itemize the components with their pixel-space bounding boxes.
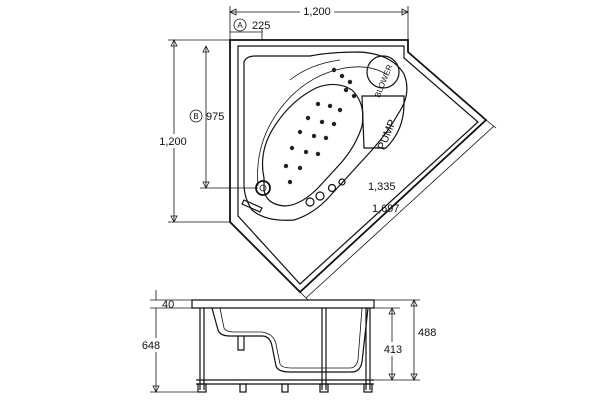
jet [319, 119, 325, 125]
tub-inner-wall [219, 307, 363, 369]
jet [337, 107, 343, 113]
nozzle [338, 178, 346, 186]
basin-outline [243, 51, 408, 221]
diagonal-outer-label: 1,697 [372, 203, 400, 215]
jet [347, 79, 353, 85]
blower-circle [366, 55, 400, 89]
side-view: 40 648 488 413 [138, 290, 436, 393]
jet [287, 179, 293, 185]
jet [305, 115, 311, 121]
nozzle [315, 191, 325, 201]
faucet-bar [241, 199, 263, 213]
jet [289, 145, 295, 151]
inner-depth-marker: B [193, 112, 198, 121]
offset-label: 225 [252, 20, 270, 32]
jet [311, 133, 317, 139]
foot [363, 383, 373, 393]
jet [327, 103, 333, 109]
blower-label: BLOWER [373, 63, 394, 99]
inner-depth-marker-circle [189, 109, 203, 123]
pump-housing [361, 95, 405, 149]
top-view: 1,200 A 225 1,200 B 975 1,335 1,697 BLOW… [156, 4, 497, 301]
nozzle [305, 197, 315, 207]
pump-label: PUMP [376, 118, 399, 152]
jet [343, 87, 349, 93]
jet [339, 73, 345, 79]
total-height-label: 648 [142, 340, 160, 352]
height-right-inner-label: 413 [384, 344, 402, 356]
foot [281, 383, 289, 393]
jet [297, 129, 303, 135]
basin-sweep [257, 66, 387, 187]
height-right-outer-label: 488 [418, 327, 436, 339]
nozzle [327, 183, 337, 193]
depth-label: 1,200 [159, 136, 187, 148]
feet [197, 383, 373, 393]
diagonal-inner-dimension-line [345, 121, 479, 243]
jet [315, 151, 321, 157]
inner-depth-label: 975 [206, 111, 224, 123]
headrest-curve [289, 59, 341, 81]
jets-group [283, 67, 357, 185]
basin-lounge-outline [261, 83, 364, 207]
jet [315, 101, 321, 107]
drain-inner [259, 184, 267, 192]
foot [319, 383, 329, 393]
drain-pipe [237, 336, 245, 351]
jet [351, 93, 357, 99]
jet [323, 135, 329, 141]
rim-label: 40 [162, 299, 174, 311]
jet [297, 165, 303, 171]
drain-outer [255, 180, 271, 196]
diagonal-outer-dimension-line [305, 125, 495, 299]
diagonal-inner-label: 1,335 [368, 181, 396, 193]
jet [303, 149, 309, 155]
foot [197, 383, 207, 393]
width-label: 1,200 [303, 6, 331, 18]
jet [331, 121, 337, 127]
jet [331, 67, 337, 73]
control-nozzles [305, 178, 346, 207]
jet [283, 163, 289, 169]
offset-marker-circle [233, 18, 247, 32]
rim [191, 299, 375, 309]
foot [239, 383, 247, 393]
offset-marker: A [237, 21, 243, 30]
tub-body [211, 307, 369, 373]
